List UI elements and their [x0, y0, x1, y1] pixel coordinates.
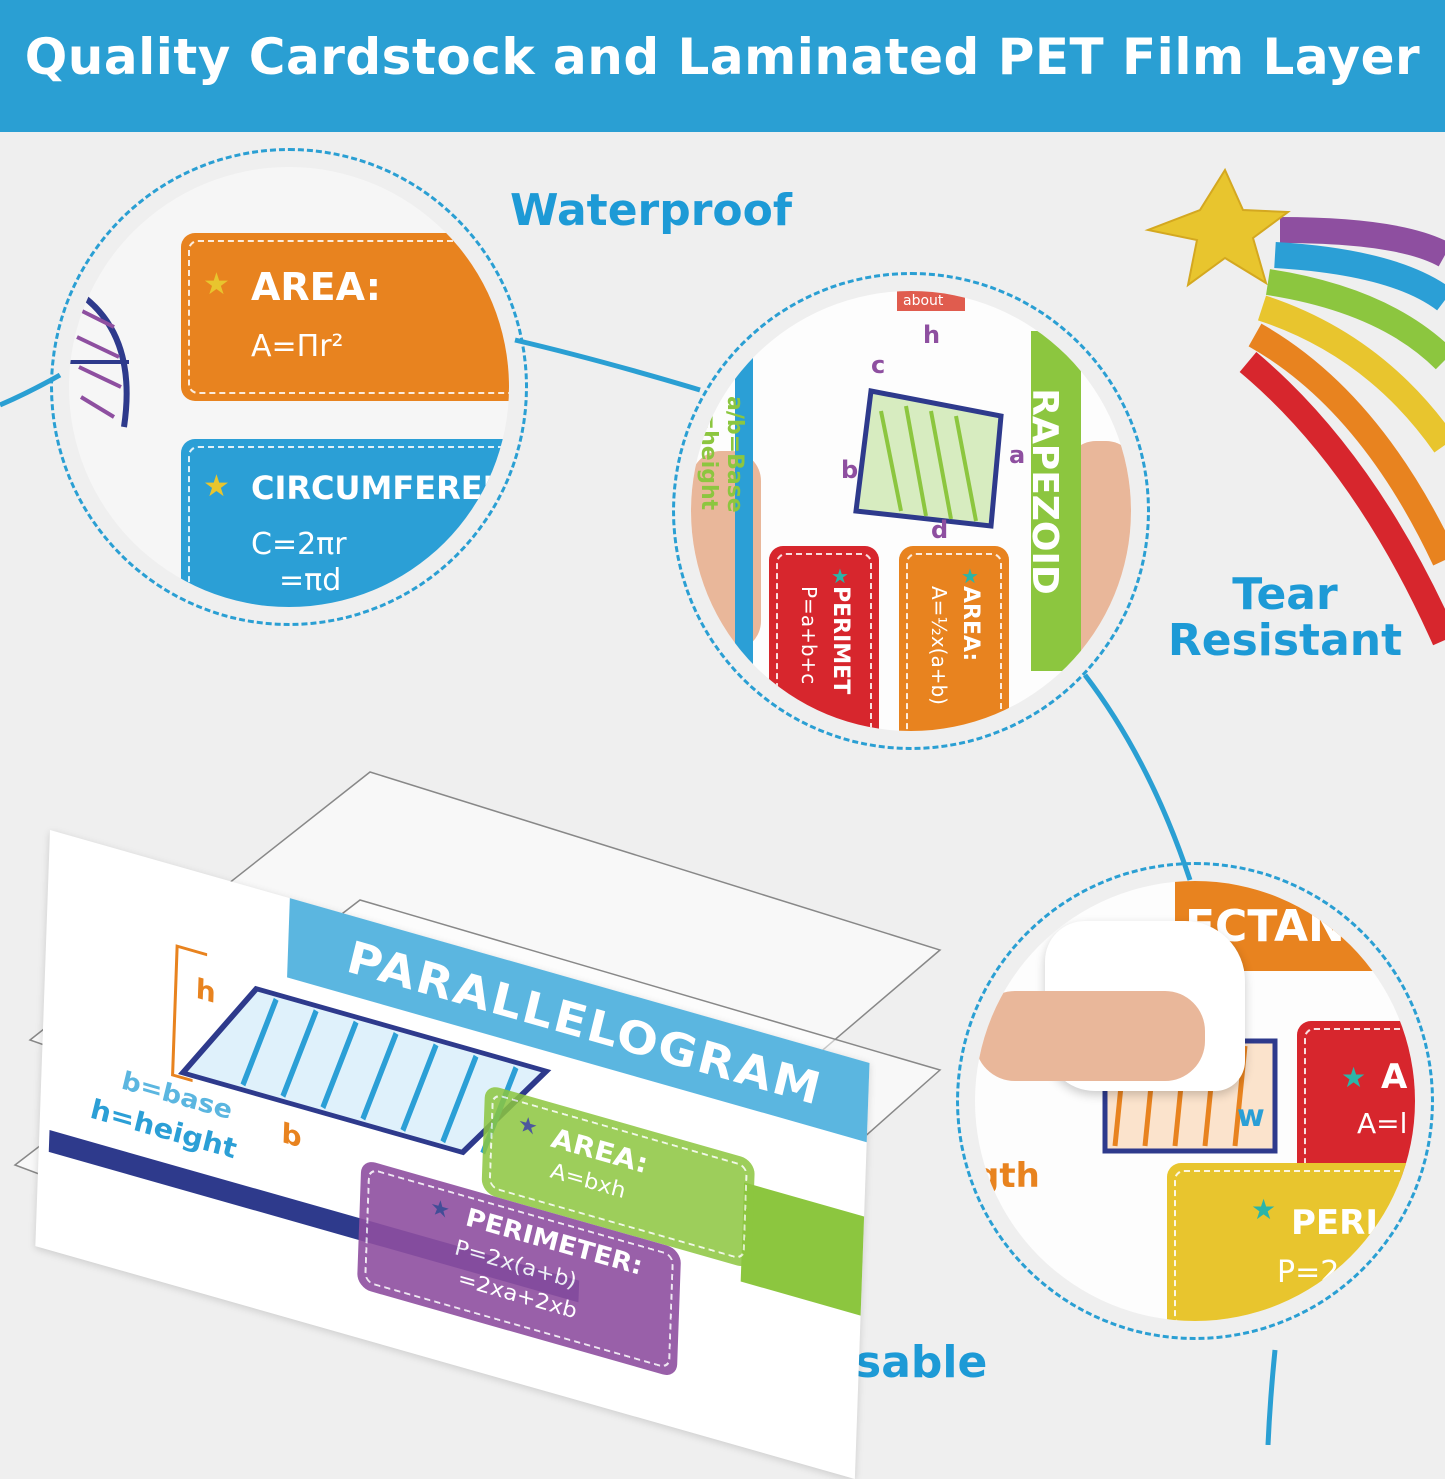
- top-tab-label: about: [903, 293, 944, 309]
- area-card: ★ AREA: A=Πr²: [181, 233, 509, 401]
- rainbow-tail: [1239, 217, 1445, 646]
- star-icon: ★: [961, 564, 979, 588]
- connector-lines: [0, 337, 1278, 1445]
- star-icon: ★: [203, 469, 230, 504]
- area-formula: A=l: [1357, 1107, 1408, 1140]
- perimeter-title: PERI: [1291, 1203, 1378, 1243]
- circumference-card: ★ CIRCUMFERENC C=2πr =πd: [181, 439, 509, 607]
- green-strip: [740, 1182, 865, 1316]
- width-label: w: [1237, 1099, 1265, 1134]
- side-a-label: a: [1009, 441, 1026, 469]
- height-letter: h: [195, 971, 217, 1011]
- circumference-formula-2: =πd: [279, 563, 342, 598]
- waterproof-lens-content: ★ AREA: A=Πr² ★ CIRCUMFERENC C=2πr =πd: [69, 167, 509, 607]
- top-banner: Quality Cardstock and Laminated PET Film…: [0, 0, 1445, 132]
- side-b-label: b: [841, 456, 859, 484]
- star-icon: ★: [517, 1111, 539, 1142]
- reusable-lens: ECTAN w gth l ★ A A=l ★ PERI P=2 =: [956, 862, 1434, 1340]
- side-blue-strip: [735, 331, 753, 711]
- circumference-title: CIRCUMFERENC: [251, 469, 509, 507]
- length-letter: l: [989, 1203, 1001, 1243]
- side-h-label: h: [923, 321, 941, 349]
- side-d-label: d: [931, 516, 949, 544]
- area-formula: A=Πr²: [251, 329, 344, 364]
- top-tab: [897, 291, 965, 311]
- perimeter-card: ★ PERI P=2 =: [1167, 1163, 1415, 1321]
- height-bracket: [171, 944, 208, 1083]
- tear-resistant-label: Tear Resistant: [1150, 569, 1420, 667]
- perimeter-formula-1: P=2: [1277, 1255, 1340, 1290]
- circumference-formula-1: C=2πr: [251, 527, 347, 562]
- tear-resistant-lens: RAPEZOID about a/b=Base h=height c h a b…: [672, 272, 1150, 750]
- waterproof-label: Waterproof: [510, 185, 793, 236]
- waterproof-lens: ★ AREA: A=Πr² ★ CIRCUMFERENC C=2πr =πd: [50, 148, 528, 626]
- star-icon: ★: [1251, 1193, 1277, 1226]
- star-icon: ★: [429, 1194, 451, 1225]
- star-icon: [1144, 167, 1291, 288]
- area-title: A: [1381, 1057, 1408, 1097]
- star-icon: ★: [1341, 1061, 1367, 1094]
- circle-diagram-fragment: [69, 284, 130, 428]
- trapezoid-shape: [853, 388, 1004, 529]
- star-icon: ★: [831, 564, 849, 588]
- base-letter: b: [281, 1116, 303, 1155]
- side-c-label: c: [871, 351, 886, 379]
- area-card: ★ A A=l: [1297, 1021, 1415, 1181]
- parallelogram-sheet: PARALLELOGRAM h b b=base h=height ★ AREA…: [35, 830, 870, 1479]
- tear-lens-content: RAPEZOID about a/b=Base h=height c h a b…: [691, 291, 1131, 731]
- area-title: AREA:: [251, 265, 381, 309]
- hand-icon: [975, 991, 1205, 1081]
- parallelogram-shape: [178, 985, 552, 1156]
- decoration-layer: [0, 167, 1445, 1445]
- reusable-lens-content: ECTAN w gth l ★ A A=l ★ PERI P=2 =: [975, 881, 1415, 1321]
- perimeter-card: ★ PERIMET P=a+b+c: [769, 546, 879, 731]
- perimeter-formula-2: =: [1317, 1289, 1341, 1321]
- banner-title: Quality Cardstock and Laminated PET Film…: [24, 28, 1421, 86]
- title-green-strip: [1031, 331, 1081, 671]
- length-label: gth: [975, 1156, 1040, 1196]
- tear-label-line1: Tear: [1232, 569, 1338, 620]
- area-card: ★ AREA: A=½x(a+b): [899, 546, 1009, 731]
- tear-label-line2: Resistant: [1167, 615, 1403, 667]
- star-icon: ★: [203, 267, 230, 302]
